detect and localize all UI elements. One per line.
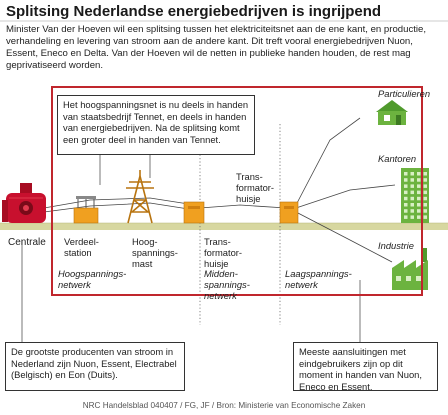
house-icon (376, 100, 408, 125)
office-window (417, 190, 421, 195)
label-kantoren: Kantoren (378, 153, 417, 164)
network-label-laag: Laagspannings- netwerk (285, 268, 352, 290)
office-window (417, 184, 421, 188)
office-window (404, 178, 408, 182)
office-building-icon (401, 168, 429, 223)
power-line-laag-particulieren (295, 117, 361, 206)
office-window (404, 190, 408, 195)
office-window (404, 172, 408, 176)
office-window (410, 172, 414, 176)
office-window (410, 184, 414, 188)
network-label-midden: Midden- spannings- netwerk (204, 268, 250, 301)
office-window (423, 196, 427, 201)
power-line-hoog (43, 197, 196, 209)
power-line-laag-kantoren (295, 184, 396, 209)
callout-hoogspanningsnet: Het hoogspanningsnet is nu deels in hand… (57, 95, 255, 155)
office-window (410, 203, 414, 207)
office-window (417, 215, 421, 219)
red-frame (51, 86, 423, 296)
transformer-house-icon-2 (279, 201, 299, 224)
office-window (404, 196, 408, 201)
credit-line: NRC Handelsblad 040407 / FG, JF / Bron: … (82, 401, 366, 410)
ground-band (0, 223, 448, 230)
factory-icon (392, 248, 428, 290)
page-title: Splitsing Nederlandse energiebedrijven i… (6, 3, 382, 20)
callout-producenten: De grootste producenten van stroom in Ne… (5, 342, 185, 391)
label-centrale: Centrale (8, 237, 46, 248)
office-window (410, 196, 414, 201)
network-label-hoog: Hoogspannings- netwerk (58, 268, 127, 290)
office-window (423, 178, 427, 182)
office-window (417, 172, 421, 176)
transformer-house-icon (183, 201, 205, 224)
office-window (410, 178, 414, 182)
office-window (404, 203, 408, 207)
office-window (417, 203, 421, 207)
label-particulieren: Particulieren (378, 88, 431, 99)
label-transformatorhuisje-bottom: Trans- formator- huisje (204, 236, 243, 269)
office-window (404, 215, 408, 219)
office-window (404, 209, 408, 213)
pylon-icon (126, 170, 154, 224)
office-window (410, 209, 414, 213)
office-window (423, 172, 427, 176)
power-line-midden (199, 204, 287, 209)
office-window (417, 209, 421, 213)
label-industrie: Industrie (378, 240, 414, 251)
office-window (423, 215, 427, 219)
distribution-station-icon (73, 196, 99, 224)
office-window (410, 215, 414, 219)
power-line-laag-industrie (295, 211, 393, 263)
office-window (423, 203, 427, 207)
office-window (404, 184, 408, 188)
office-window (417, 178, 421, 182)
office-window (423, 184, 427, 188)
office-window (417, 196, 421, 201)
office-window (423, 190, 427, 195)
label-verdeelstation: Verdeel- station (64, 236, 99, 258)
office-window (410, 190, 414, 195)
power-plant-icon (2, 183, 46, 223)
intro-text: Minister Van der Hoeven wil een splitsin… (6, 24, 427, 71)
office-window (423, 209, 427, 213)
label-hoogspanningsmast: Hoog- spannings- mast (132, 236, 178, 269)
callout-aansluitingen: Meeste aansluitingen met eindgebruikers … (293, 342, 438, 392)
label-transformatorhuisje-top: Trans- formator- huisje (236, 171, 275, 204)
